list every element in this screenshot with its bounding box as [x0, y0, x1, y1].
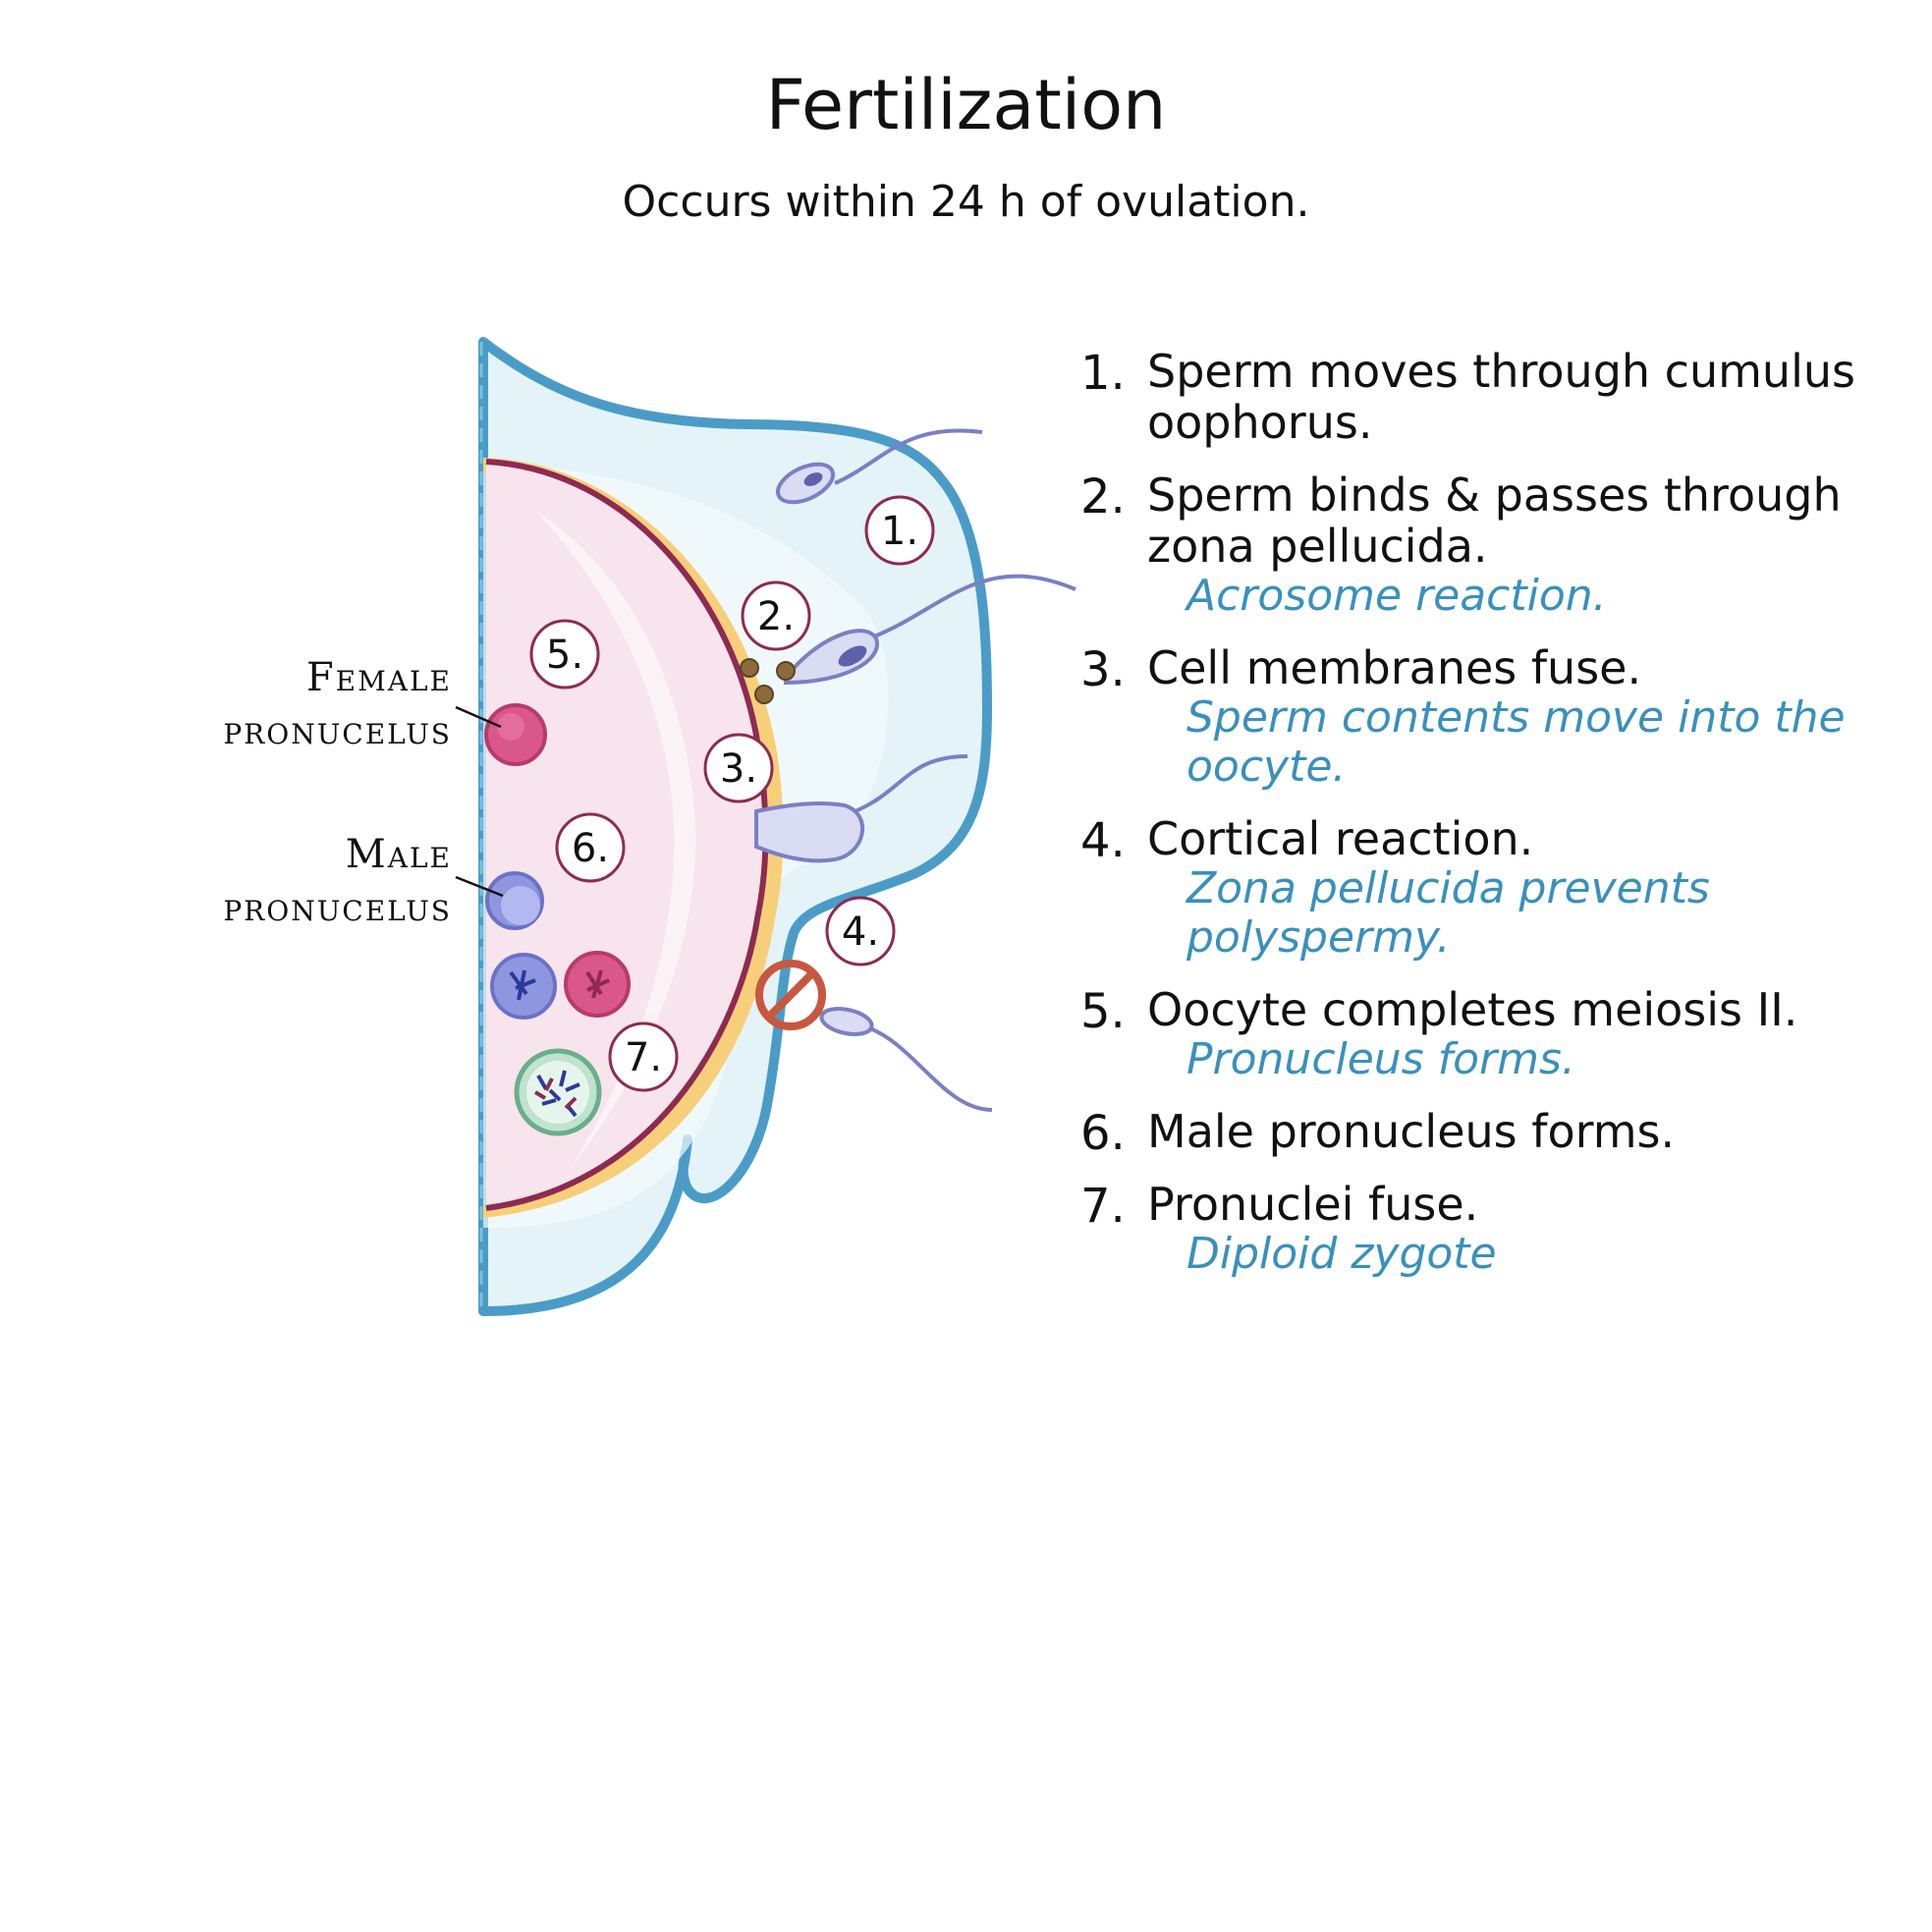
step-number: 3.	[1080, 642, 1126, 697]
marker-5: 5.	[529, 619, 600, 690]
step-text: Oocyte completes meiosis II.	[1147, 983, 1798, 1036]
male-leader-line	[455, 875, 504, 898]
step-note: Sperm contents move into the oocyte.	[1187, 692, 1846, 792]
step-text: Pronuclei fuse.	[1147, 1178, 1479, 1231]
svg-text:7.: 7.	[625, 1035, 662, 1080]
svg-text:1.: 1.	[881, 509, 918, 554]
step-note: Diploid zygote	[1187, 1229, 1497, 1279]
step-text: Male pronucleus forms.	[1147, 1105, 1676, 1158]
steps-list: 1. Sperm moves through cumulus oophorus.…	[1080, 346, 1905, 1300]
step-number: 1.	[1080, 346, 1126, 401]
acrosome-granule	[754, 685, 774, 704]
svg-text:5.: 5.	[546, 633, 583, 678]
diploid-zygote	[514, 1048, 602, 1136]
page-title: Fertilization	[765, 65, 1167, 145]
step-text: Sperm moves through cumulus oophorus.	[1147, 345, 1855, 449]
marker-1: 1.	[864, 495, 935, 566]
male-label-line2: pronucelus	[223, 885, 452, 930]
svg-text:6.: 6.	[572, 826, 609, 871]
marker-6: 6.	[555, 812, 626, 883]
sperm-3-fusing	[754, 754, 968, 863]
step-text: Sperm binds & passes through zona pelluc…	[1147, 469, 1842, 573]
sperm-1	[775, 428, 983, 505]
step-5: 5. Oocyte completes meiosis II. Pronucle…	[1080, 984, 1905, 1084]
marker-4: 4.	[825, 896, 896, 966]
svg-text:2.: 2.	[757, 594, 795, 639]
marker-7: 7.	[608, 1021, 679, 1092]
page-subtitle: Occurs within 24 h of ovulation.	[622, 177, 1310, 227]
step-3: 3. Cell membranes fuse. Sperm contents m…	[1080, 642, 1905, 792]
female-label-line1: Female	[306, 655, 452, 700]
svg-text:4.: 4.	[842, 910, 879, 955]
marker-2: 2.	[741, 580, 811, 651]
polyspermy-block-icon	[755, 960, 826, 1030]
fusing-pronuclei	[490, 951, 631, 1020]
step-note: Acrosome reaction.	[1187, 571, 1607, 621]
marker-3: 3.	[703, 733, 774, 803]
step-1: 1. Sperm moves through cumulus oophorus.	[1080, 346, 1905, 448]
step-number: 7.	[1080, 1179, 1126, 1234]
step-text: Cell membranes fuse.	[1147, 641, 1642, 694]
step-number: 4.	[1080, 813, 1126, 868]
step-number: 5.	[1080, 984, 1126, 1039]
acrosome-granule	[740, 658, 759, 678]
step-number: 6.	[1080, 1106, 1126, 1161]
sperm-4-blocked	[819, 1007, 993, 1112]
male-pronucleus	[485, 871, 544, 930]
step-note: Pronucleus forms.	[1187, 1034, 1575, 1084]
oocyte-highlight	[535, 511, 696, 1169]
svg-text:3.: 3.	[720, 746, 757, 792]
step-2: 2. Sperm binds & passes through zona pel…	[1080, 469, 1905, 621]
step-7: 7. Pronuclei fuse. Diploid zygote	[1080, 1179, 1905, 1279]
female-leader-line	[455, 705, 502, 729]
step-number: 2.	[1080, 469, 1126, 524]
step-text: Cortical reaction.	[1147, 812, 1534, 865]
female-pronucleus	[484, 703, 547, 766]
step-6: 6. Male pronucleus forms.	[1080, 1105, 1905, 1161]
acrosome-granule	[776, 661, 796, 681]
female-label-line2: pronucelus	[223, 708, 452, 753]
male-label-line1: Male	[346, 832, 452, 877]
step-note: Zona pellucida prevents polyspermy.	[1187, 863, 1710, 963]
step-4: 4. Cortical reaction. Zona pellucida pre…	[1080, 813, 1905, 963]
sperm-2	[740, 574, 1076, 704]
